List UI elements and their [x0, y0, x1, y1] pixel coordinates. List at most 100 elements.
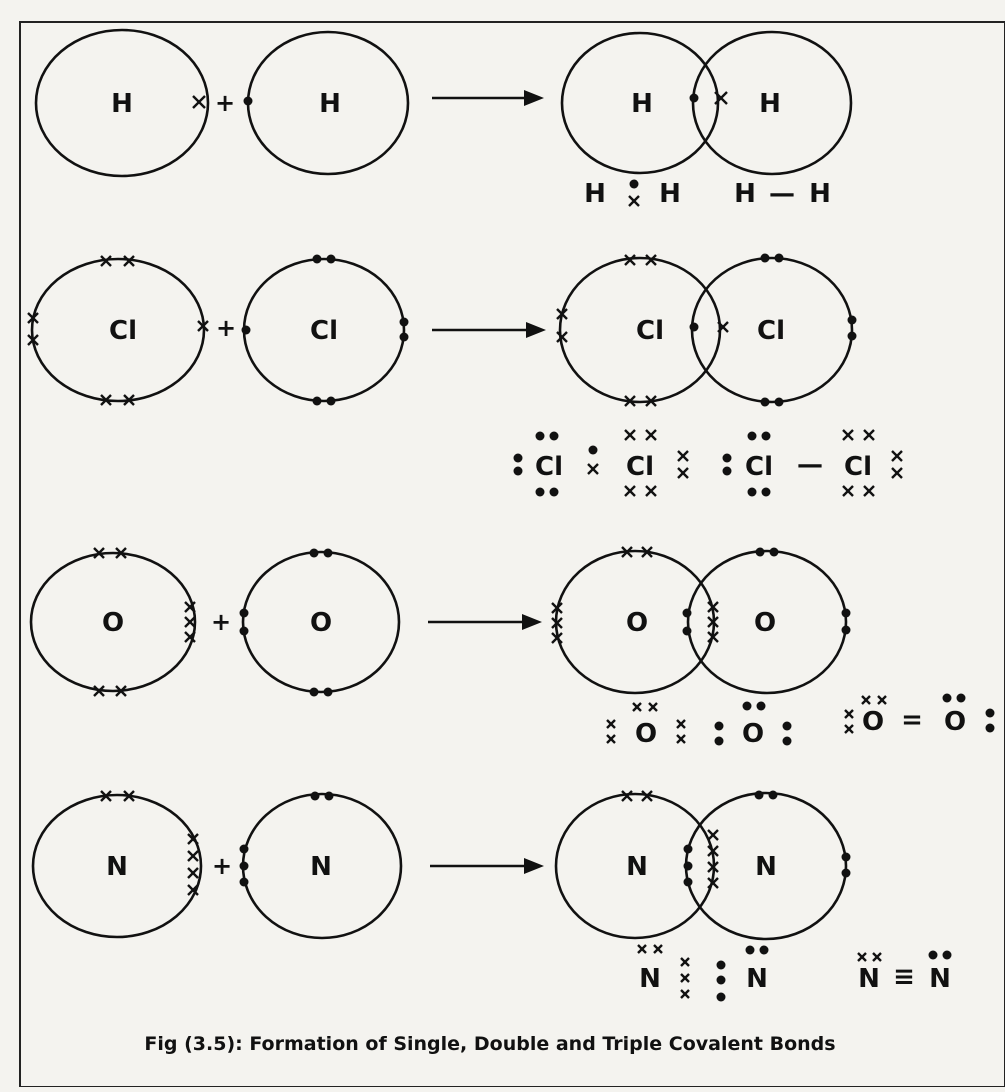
lewis-symbol: O [742, 719, 764, 749]
element-symbol: O [754, 608, 776, 638]
shared-electron-dot [682, 626, 692, 636]
shared-electron-dot [714, 721, 724, 731]
electron-dot [928, 950, 938, 960]
electron-dot [239, 877, 249, 887]
atom-circle [31, 793, 203, 939]
electron-cross-pair [842, 485, 875, 497]
shared-electron-dot [683, 861, 693, 871]
lewis-symbol: H [659, 179, 681, 209]
electron-dot [239, 626, 249, 636]
electron-dot [309, 548, 319, 558]
electron-dot [847, 331, 857, 341]
electron-cross-pair [100, 255, 135, 267]
figure-frame [19, 21, 1005, 1088]
atom-circle [686, 549, 848, 695]
electron-cross [192, 95, 206, 109]
shared-electron-cross-group [707, 829, 719, 889]
plus-sign: + [212, 852, 232, 880]
electron-dot [513, 466, 523, 476]
electron-cross [197, 320, 209, 332]
lewis-symbol: Cl [626, 452, 654, 482]
electron-cross-group [184, 601, 196, 643]
electron-dot [241, 325, 251, 335]
atom-circle [30, 257, 206, 403]
shared-electron-dot [588, 445, 598, 455]
element-symbol: H [759, 89, 781, 119]
structural-symbol: N [858, 964, 880, 994]
element-symbol: Cl [757, 316, 785, 346]
element-symbol: Cl [310, 316, 338, 346]
electron-dot [323, 548, 333, 558]
electron-cross-pair [556, 308, 568, 343]
electron-cross-pair [632, 702, 658, 712]
single-bond: — [797, 450, 823, 480]
shared-electron-dot [716, 960, 726, 970]
atom-circle [560, 31, 720, 175]
electron-dot [722, 453, 732, 463]
electron-cross-pair [100, 394, 135, 406]
element-symbol: H [631, 89, 653, 119]
electron-cross-pair [621, 546, 653, 558]
electron-cross-pair [637, 944, 663, 954]
electron-dot [841, 852, 851, 862]
electron-dot [985, 708, 995, 718]
electron-dot [239, 844, 249, 854]
arrow-head [524, 90, 544, 106]
electron-cross-pair [677, 450, 689, 479]
electron-cross-pair [624, 429, 657, 441]
lewis-symbol: N [746, 964, 768, 994]
structural-symbol: N [929, 964, 951, 994]
shared-electron-dot [716, 975, 726, 985]
electron-cross-pair [891, 450, 903, 479]
electron-dot [747, 487, 757, 497]
electron-cross-pair [624, 485, 657, 497]
electron-dot [761, 431, 771, 441]
electron-cross-group [551, 602, 563, 644]
electron-dot [326, 254, 336, 264]
shared-electron-dot [716, 992, 726, 1002]
arrow-head [522, 614, 542, 630]
element-symbol: Cl [636, 316, 664, 346]
plus-sign: + [216, 314, 236, 342]
electron-dot [309, 687, 319, 697]
electron-dot [756, 701, 766, 711]
electron-cross-pair [676, 719, 686, 744]
electron-dot [326, 396, 336, 406]
electron-dot [759, 945, 769, 955]
electron-dot [841, 868, 851, 878]
electron-cross-pair [100, 790, 135, 802]
shared-electron-cross [717, 321, 729, 333]
electron-dot [782, 721, 792, 731]
electron-dot [760, 253, 770, 263]
structural-symbol: O [944, 707, 966, 737]
electron-cross-pair [857, 952, 882, 962]
lewis-symbol: H [584, 179, 606, 209]
shared-electron-dot [683, 877, 693, 887]
structural-symbol: Cl [745, 452, 773, 482]
plus-sign: + [215, 89, 235, 117]
shared-electron-dot [683, 844, 693, 854]
electron-cross [628, 195, 640, 207]
element-symbol: N [626, 852, 648, 882]
electron-cross-pair [621, 790, 653, 802]
atom-circle [34, 28, 210, 178]
electron-dot [312, 254, 322, 264]
arrow-head [524, 858, 544, 874]
shared-electron-cross [587, 463, 599, 475]
electron-dot [535, 487, 545, 497]
electron-dot [535, 431, 545, 441]
row-chlorine: Cl Cl + Cl Cl [27, 253, 903, 497]
electron-dot [629, 179, 639, 189]
electron-dot [399, 317, 409, 327]
electron-dot [956, 693, 966, 703]
element-symbol: H [111, 89, 133, 119]
electron-cross-pair [624, 395, 657, 407]
figure-caption: Fig (3.5): Formation of Single, Double a… [144, 1033, 835, 1055]
atom-circle [241, 550, 401, 694]
double-bond: = [901, 705, 923, 735]
shared-electron-dot [689, 93, 699, 103]
electron-cross-pair [93, 685, 127, 697]
structural-symbol: O [862, 707, 884, 737]
electron-cross-pair [844, 709, 854, 734]
